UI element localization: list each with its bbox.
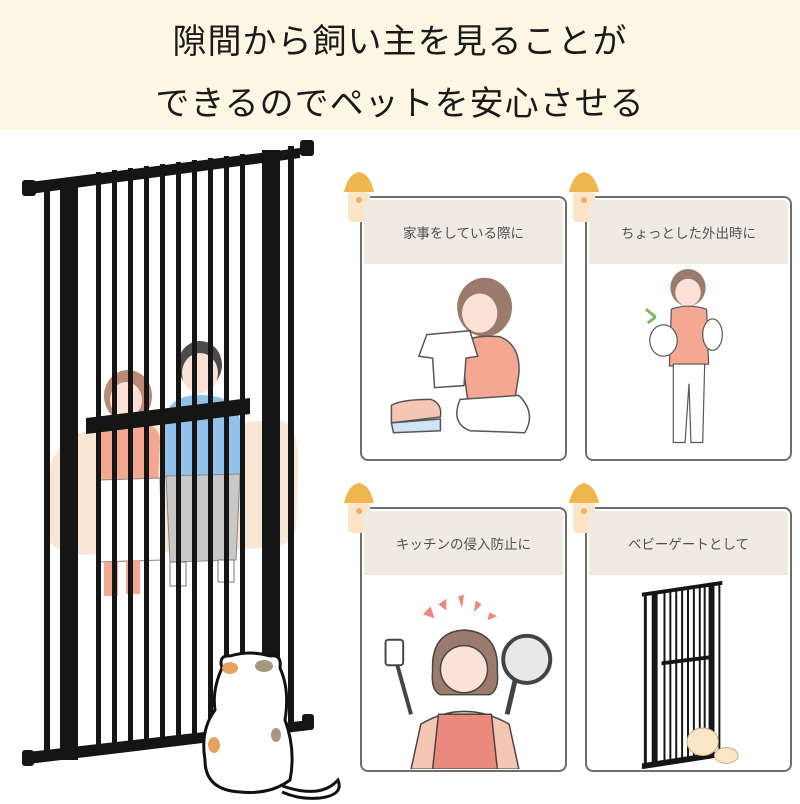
- card-caption: ベビーゲートとして: [589, 511, 788, 575]
- use-case-card-housework: 家事をしている際に: [344, 172, 567, 461]
- woman-with-spatula-and-pan-illustration: [384, 594, 553, 770]
- use-case-card-baby-gate: ベビーゲートとして: [569, 483, 792, 772]
- gate-icon: [22, 140, 341, 800]
- use-case-card-kitchen: キッチンの侵入防止に: [344, 483, 567, 772]
- baby-gate-with-baby-illustration: [641, 580, 739, 770]
- hero-gate-illustration: [0, 130, 350, 800]
- woman-folding-laundry-illustration: [390, 277, 531, 434]
- headline-line-1: 隙間から飼い主を見ることが: [172, 22, 628, 62]
- card-caption: ちょっとした外出時に: [589, 200, 788, 264]
- headline-line-2: できるのでペットを安心させる: [155, 84, 645, 124]
- woman-with-shopping-bags-illustration: [644, 268, 723, 444]
- use-case-card-short-outing: ちょっとした外出時に: [569, 172, 792, 461]
- header-banner: 隙間から飼い主を見ることが できるのでペットを安心させる: [0, 0, 800, 130]
- card-caption: 家事をしている際に: [364, 200, 563, 264]
- card-caption: キッチンの侵入防止に: [364, 511, 563, 575]
